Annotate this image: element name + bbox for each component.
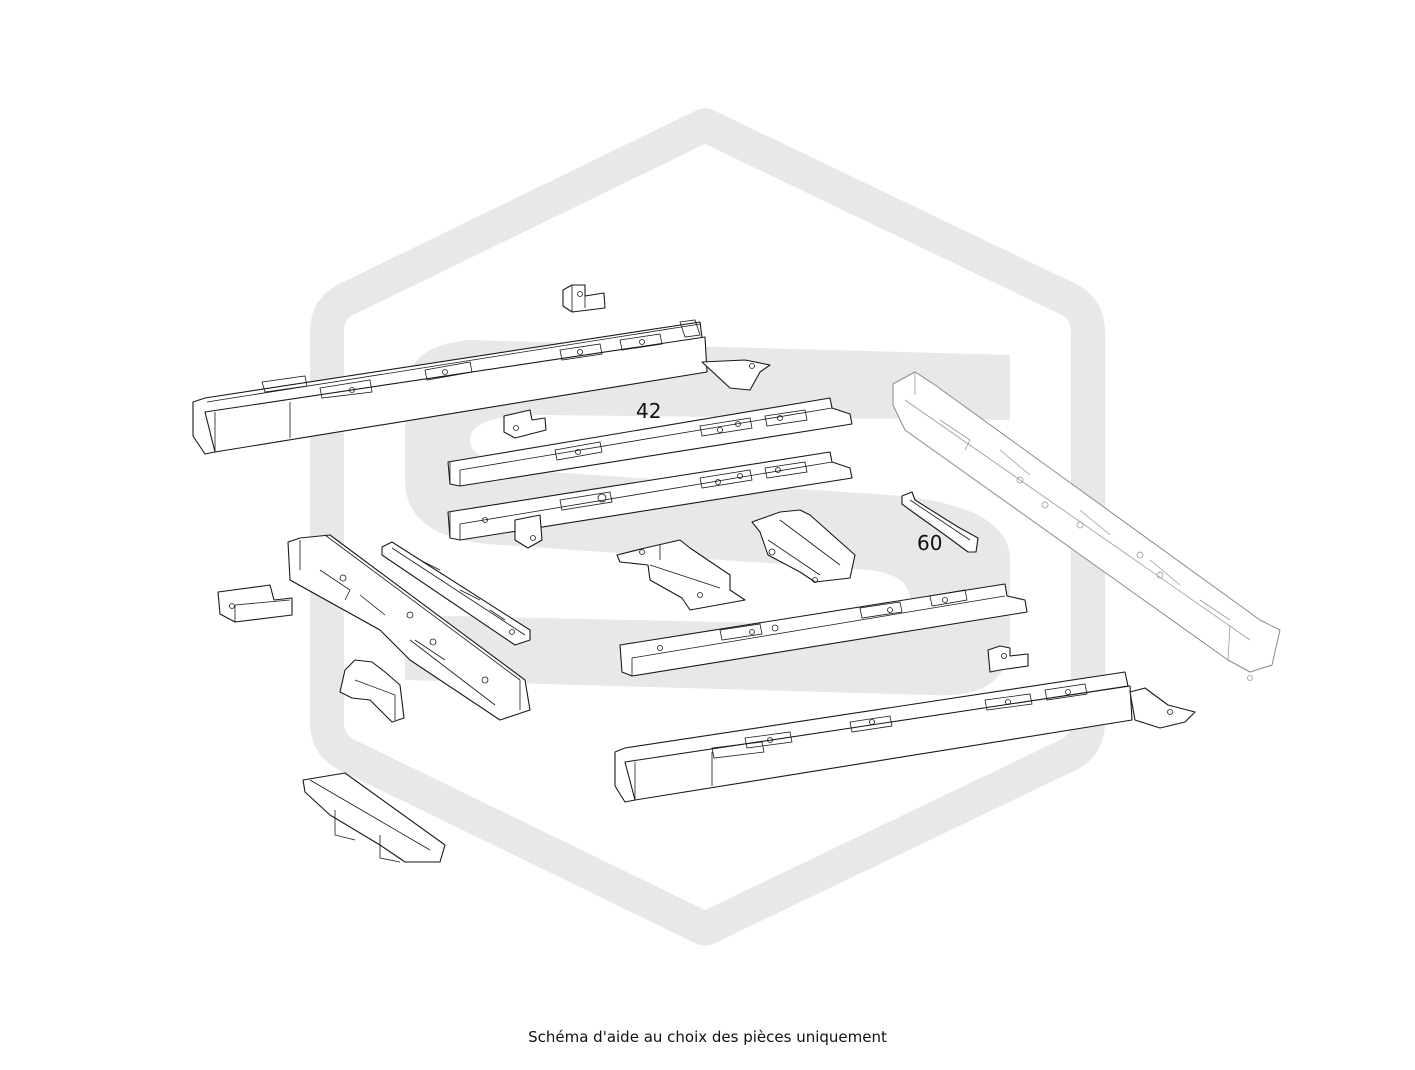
bracket-center-b — [751, 509, 856, 583]
rail-bottom-long — [614, 671, 1196, 803]
bracket-left — [217, 584, 293, 623]
rail-top-left — [192, 319, 771, 455]
logo-watermark-icon — [310, 108, 1105, 946]
rail-right-long — [892, 371, 1281, 681]
rail-left-thin — [381, 541, 531, 646]
exploded-parts-diagram: 42 60 — [192, 108, 1281, 946]
part-60-bracket — [901, 491, 979, 553]
bracket-42 — [503, 409, 547, 439]
rail-42-lower — [447, 451, 853, 549]
frame-left-angled — [287, 534, 531, 721]
bracket-right — [987, 645, 1029, 673]
part-label-60: 60 — [917, 531, 942, 555]
bracket-center-a — [616, 539, 746, 611]
piece-left-organic — [339, 659, 405, 723]
bracket-bottom-left — [302, 772, 446, 863]
part-label-42: 42 — [636, 399, 661, 423]
diagram-caption: Schéma d'aide au choix des pièces unique… — [528, 1028, 887, 1046]
rail-42-upper — [447, 397, 853, 487]
rail-lower-center — [619, 583, 1028, 677]
bracket-top — [562, 284, 606, 313]
